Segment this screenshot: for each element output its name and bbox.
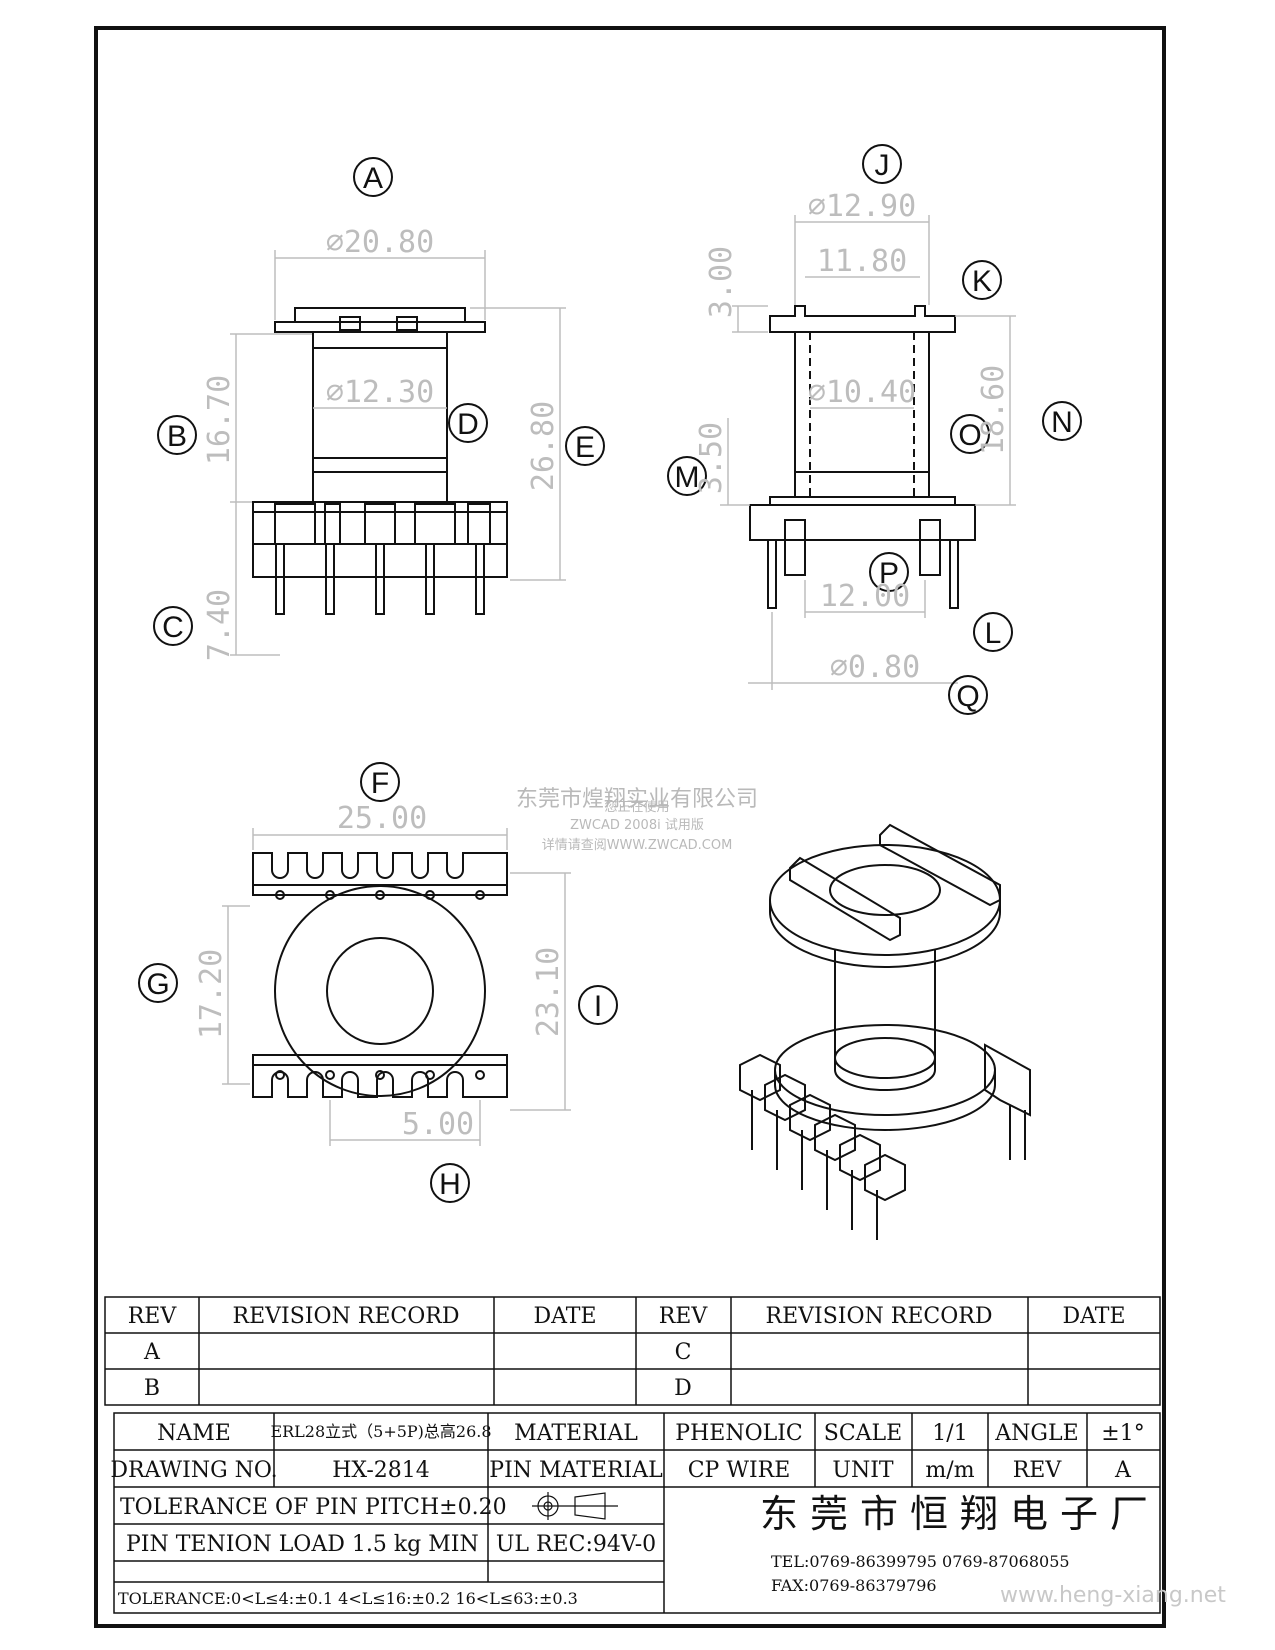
- balloon-E: E: [575, 431, 595, 464]
- dim-M-top: 3.00: [704, 246, 739, 318]
- revision-record-header-2: REVISION RECORD: [766, 1304, 993, 1329]
- rev-value: A: [1114, 1458, 1132, 1483]
- company-tel: TEL:0769-86399795 0769-87068055: [771, 1552, 1070, 1571]
- balloon-L: L: [985, 617, 1002, 650]
- watermark-line2: ZWCAD 2008i 试用版: [570, 818, 704, 833]
- balloon-H: H: [439, 1168, 461, 1201]
- dim-B: 16.70: [202, 375, 237, 465]
- balloon-A: A: [363, 162, 383, 195]
- scale-value: 1/1: [932, 1421, 967, 1446]
- balloon-D: D: [457, 408, 479, 441]
- dim-F: 25.00: [337, 801, 427, 836]
- company-website: www.heng-xiang.net: [1000, 1583, 1226, 1608]
- revision-table: [104, 1296, 1161, 1406]
- balloon-B: B: [167, 420, 187, 453]
- revision-record-header-1: REVISION RECORD: [233, 1304, 460, 1329]
- balloon-N: N: [1051, 406, 1073, 439]
- unit-label: UNIT: [832, 1458, 893, 1483]
- balloons: [138, 144, 1082, 1203]
- watermark-line3: 详情请查阅WWW.ZWCAD.COM: [542, 838, 733, 853]
- dim-O: ⌀10.40: [808, 375, 916, 410]
- balloon-O: O: [958, 419, 981, 452]
- projection-symbol-icon: [532, 1492, 618, 1520]
- balloon-I: I: [594, 990, 602, 1023]
- rev-A: A: [143, 1340, 161, 1365]
- dim-A: ⌀20.80: [326, 225, 434, 260]
- dim-J: ⌀12.90: [808, 189, 916, 224]
- pin-tension: PIN TENION LOAD 1.5 kg MIN: [126, 1532, 479, 1557]
- dim-D: ⌀12.30: [326, 375, 434, 410]
- balloon-G: G: [146, 968, 169, 1001]
- ul-rec: UL REC:94V-0: [496, 1532, 656, 1557]
- dim-E: 26.80: [526, 401, 561, 491]
- rev-label: REV: [1013, 1458, 1063, 1483]
- dim-M: 3.50: [694, 422, 729, 494]
- title-block: [113, 1412, 1161, 1614]
- dim-H: 5.00: [402, 1107, 474, 1142]
- name-value: ERL28立式（5+5P)总高26.8: [270, 1422, 491, 1441]
- date-header-1: DATE: [533, 1304, 596, 1329]
- pin-material-label: PIN MATERIAL: [489, 1458, 663, 1483]
- dim-G: 17.20: [194, 949, 229, 1039]
- tolerance-general: TOLERANCE:0<L≤4:±0.1 4<L≤16:±0.2 16<L≤63…: [118, 1589, 578, 1608]
- balloon-C: C: [162, 611, 184, 644]
- unit-value: m/m: [925, 1458, 974, 1483]
- material-value: PHENOLIC: [675, 1421, 802, 1446]
- angle-value: ±1°: [1101, 1421, 1144, 1446]
- company-name: 东莞市恒翔电子厂: [760, 1492, 1160, 1536]
- front-view: [252, 307, 508, 615]
- balloon-K: K: [972, 265, 992, 298]
- balloon-M: M: [675, 461, 700, 494]
- balloon-J: J: [875, 149, 890, 182]
- bottom-view: [252, 852, 508, 1098]
- name-label: NAME: [157, 1421, 231, 1446]
- side-view-dimensions: [720, 215, 1016, 690]
- dim-Q: ⌀0.80: [830, 650, 920, 685]
- watermark-line1: 您正在使用: [604, 799, 669, 815]
- watermark-company: 东莞市煌翔实业有限公司: [516, 787, 758, 812]
- scale-label: SCALE: [824, 1421, 902, 1446]
- tolerance-pitch: TOLERANCE OF PIN PITCH±0.20: [120, 1495, 507, 1520]
- balloon-F: F: [371, 767, 389, 800]
- side-view: [749, 305, 976, 609]
- drawing-no-label: DRAWING NO.: [110, 1458, 277, 1483]
- dim-N: 18.60: [976, 365, 1011, 455]
- dim-C: 7.40: [202, 589, 237, 661]
- balloon-Q: Q: [956, 680, 979, 713]
- dim-K: 11.80: [817, 244, 907, 279]
- dim-I: 23.10: [531, 947, 566, 1037]
- rev-header-2: REV: [659, 1304, 709, 1329]
- balloon-P: P: [879, 557, 899, 590]
- dim-P: 12.00: [820, 579, 910, 614]
- rev-C: C: [675, 1340, 692, 1365]
- isometric-view: [739, 823, 1031, 1240]
- pin-material-value: CP WIRE: [688, 1458, 791, 1483]
- rev-header-1: REV: [128, 1304, 178, 1329]
- bottom-view-dimensions: [222, 828, 571, 1146]
- front-view-dimensions: [230, 250, 566, 656]
- angle-label: ANGLE: [994, 1421, 1078, 1446]
- sheet-border: [94, 26, 1166, 1628]
- company-fax: FAX:0769-86379796: [771, 1576, 937, 1595]
- date-header-2: DATE: [1062, 1304, 1125, 1329]
- rev-B: B: [144, 1376, 160, 1401]
- rev-D: D: [674, 1376, 692, 1401]
- drawing-no-value: HX-2814: [332, 1458, 430, 1483]
- material-label: MATERIAL: [514, 1421, 638, 1446]
